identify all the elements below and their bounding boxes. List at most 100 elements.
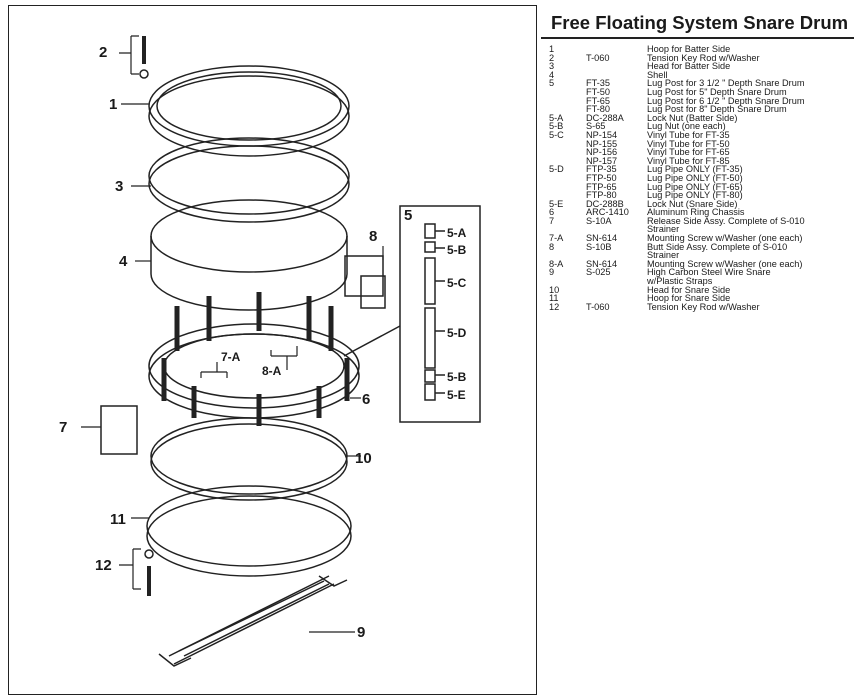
parts-row: 10 Head for Snare Side [549, 284, 805, 295]
part-code: SN-614 [586, 233, 618, 244]
part-description: Lug Pipe ONLY (FT-65) [647, 181, 743, 192]
parts-row: 1 Hoop for Batter Side [549, 45, 805, 54]
part-code: S-10A [586, 215, 612, 226]
parts-row: Strainer [549, 225, 805, 234]
part-description: Vinyl Tube for FT-35 [647, 129, 730, 140]
part-description: Head for Batter Side [647, 61, 731, 72]
parts-row: NP-155 Vinyl Tube for FT-50 [549, 138, 805, 149]
part-code: DC-288B [586, 198, 624, 209]
part-number: 3 [549, 61, 555, 72]
callout-7: 7 [59, 419, 68, 436]
callout-5a: 5-A [447, 226, 467, 240]
part-description: Lock Nut (Snare Side) [647, 198, 738, 209]
parts-row: w/Plastic Straps [549, 277, 805, 286]
part-code: NP-155 [586, 138, 618, 149]
parts-row: 4 Shell [549, 69, 805, 80]
part-description: Hoop for Snare Side [647, 293, 731, 304]
part-description: Vinyl Tube for FT-65 [647, 147, 730, 158]
batter-hoop [148, 65, 350, 157]
parts-row: Strainer [549, 251, 805, 260]
part-number [549, 183, 586, 192]
tension-rod-top [139, 36, 149, 79]
part-number: 5-E [549, 198, 564, 209]
parts-row: 5-E DC-288B Lock Nut (Snare Side) [549, 198, 805, 209]
part-code: T-060 [586, 301, 610, 312]
part-number: 5-C [549, 129, 564, 140]
parts-row: FTP-80 Lug Pipe ONLY (FT-80) [549, 191, 805, 200]
page-title: Free Floating System Snare Drum [541, 8, 854, 39]
shell [150, 199, 348, 311]
callout-5e: 5-E [447, 388, 466, 402]
part-description: Tension Key Rod w/Washer [647, 301, 760, 312]
part-description: Head for Snare Side [647, 284, 731, 295]
part-number: 1 [549, 44, 555, 54]
part-description: Lug Pipe ONLY (FT-35) [647, 164, 743, 175]
callout-4: 4 [119, 253, 128, 270]
parts-row: 3 Head for Batter Side [549, 62, 805, 71]
wire-snare [158, 575, 348, 667]
part-number [549, 148, 586, 157]
part-code: ARC-1410 [586, 207, 629, 218]
parts-row: 5-C NP-154 Vinyl Tube for FT-35 [549, 131, 805, 140]
part-code: S-025 [586, 267, 611, 278]
part-description: Release Side Assy. Complete of S-010 [647, 215, 805, 226]
part-code: NP-157 [586, 155, 618, 166]
part-number: 5 [549, 78, 555, 89]
part-code: FTP-80 [586, 190, 617, 201]
callout-11: 11 [110, 511, 126, 528]
callout-5: 5 [404, 207, 413, 224]
part-number: 10 [549, 284, 560, 295]
part-code: DC-288A [586, 112, 624, 123]
batter-head [148, 137, 350, 223]
part-description: Lug Post for 6 1/2 " Depth Snare Drum [647, 95, 805, 106]
part-description: Mounting Screw w/Washer (one each) [647, 258, 803, 269]
part-code: NP-154 [586, 129, 618, 140]
part-number [549, 140, 586, 149]
part-number: 9 [549, 267, 555, 278]
part-number: 5-B [549, 121, 564, 132]
part-description: Hoop for Batter Side [647, 44, 731, 54]
callout-9: 9 [357, 624, 366, 641]
part-description: Shell [647, 69, 668, 80]
drum-drawing [81, 35, 481, 667]
part-code: FT-80 [586, 104, 610, 115]
callout-8: 8 [369, 228, 378, 245]
snare-head [150, 417, 348, 501]
part-code: SN-614 [586, 258, 618, 269]
exploded-parts-diagram: 2 1 3 4 5 5-A 5-B 5-C 5-D 5-B 5-E 8 7-A … [8, 5, 537, 695]
part-description: w/Plastic Straps [647, 276, 713, 287]
part-description: Tension Key Rod w/Washer [647, 52, 760, 63]
part-description: Strainer [647, 224, 680, 235]
part-number [549, 174, 586, 183]
part-code: S-10B [586, 241, 612, 252]
part-description: Lug Nut (one each) [647, 121, 726, 132]
part-description: Butt Side Assy. Complete of S-010 [647, 241, 788, 252]
parts-row: 9 S-025 High Carbon Steel Wire Snare [549, 268, 805, 277]
part-number: 4 [549, 69, 555, 80]
callout-7a: 7-A [221, 350, 241, 364]
part-code: NP-156 [586, 147, 618, 158]
part-description: Lug Pipe ONLY (FT-80) [647, 190, 743, 201]
part-code: T-060 [586, 52, 610, 63]
part-description: High Carbon Steel Wire Snare [647, 267, 771, 278]
part-code [586, 62, 647, 71]
callout-5b: 5-B [447, 243, 467, 257]
part-code [586, 277, 647, 286]
part-description: Vinyl Tube for FT-50 [647, 138, 730, 149]
callout-2: 2 [99, 44, 108, 61]
callout-5b-lower: 5-B [447, 370, 467, 384]
